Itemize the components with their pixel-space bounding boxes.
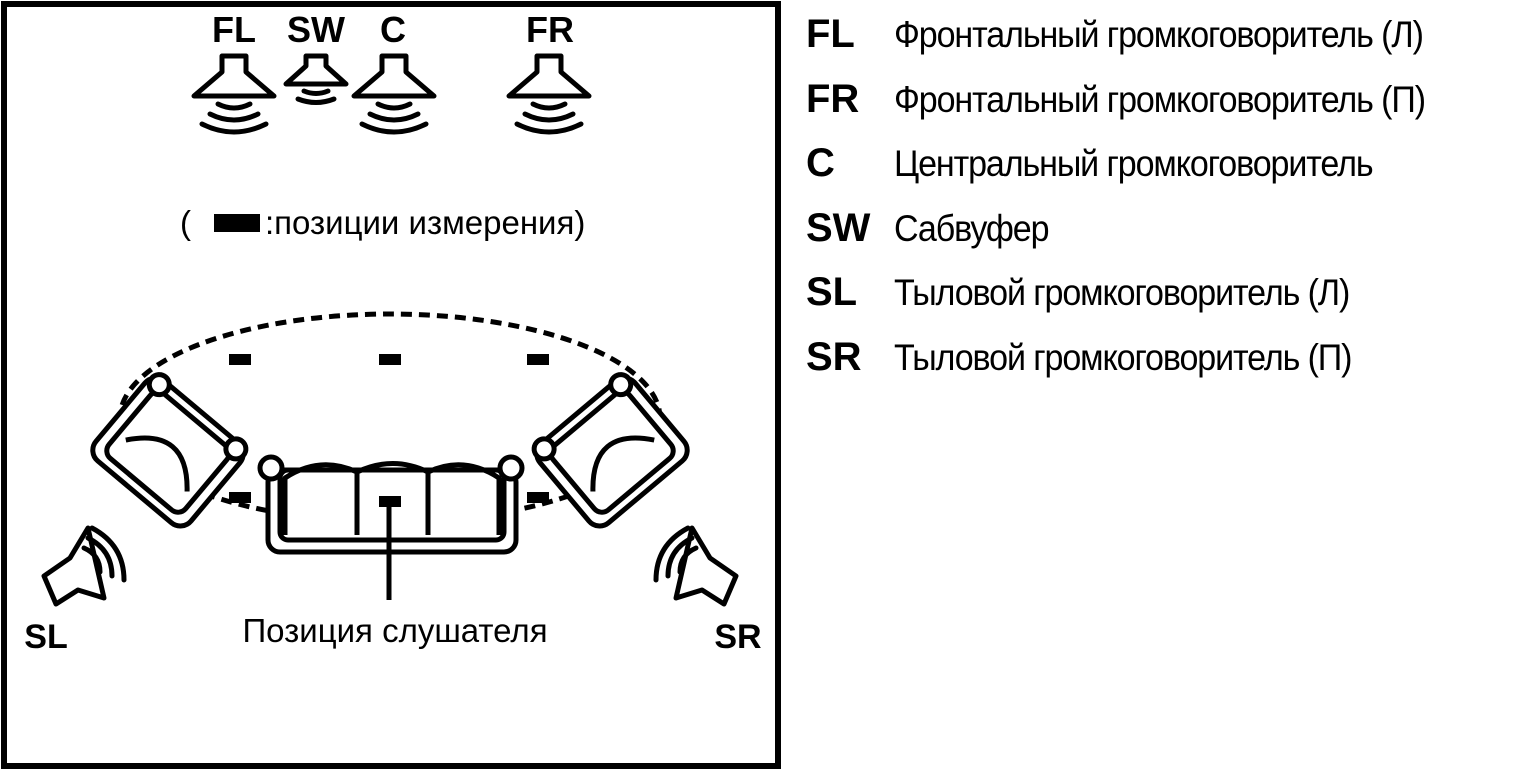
- measurement-mark-legend: [214, 214, 260, 232]
- measurement-mark: [527, 354, 549, 365]
- legend-text: Центральный громкоговоритель: [894, 143, 1374, 185]
- measurement-mark: [379, 496, 401, 507]
- surround-left-speaker-icon: [41, 525, 127, 607]
- legend-text: Тыловой громкоговоритель (П): [894, 336, 1353, 378]
- subwoofer-icon: [283, 53, 349, 105]
- surround-right-speaker-icon: [653, 525, 739, 607]
- measurement-note-text: :позиции измерения): [265, 204, 585, 241]
- sofa: [257, 454, 525, 555]
- legend-item-sr: SR Тыловой громкоговоритель (П): [806, 335, 1532, 400]
- right-armchair: [531, 372, 690, 529]
- speaker-label-sr: SR: [714, 618, 761, 656]
- speaker-label-c: C: [380, 9, 406, 50]
- legend-item-sw: SW Сабвуфер: [806, 206, 1532, 271]
- measurement-mark: [527, 492, 549, 503]
- legend-code: SR: [806, 334, 862, 379]
- legend-item-sl: SL Тыловой громкоговоритель (Л): [806, 270, 1532, 335]
- left-armchair: [90, 372, 249, 529]
- speaker-label-sl: SL: [24, 618, 67, 656]
- legend-code: C: [806, 141, 835, 186]
- legend-code: FR: [806, 76, 860, 121]
- legend-text: Фронтальный громкоговоритель (П): [894, 78, 1426, 120]
- legend-item-fr: FR Фронтальный громкоговоритель (П): [806, 77, 1532, 142]
- measurement-note-open: (: [180, 204, 191, 241]
- front-left-speaker-icon: [191, 53, 277, 135]
- listener-position-label: Позиция слушателя: [242, 612, 547, 649]
- front-right-speaker-icon: [506, 53, 592, 135]
- legend-code: SW: [806, 205, 871, 250]
- measurement-mark: [229, 492, 251, 503]
- measurement-mark: [229, 354, 251, 365]
- legend-text: Сабвуфер: [894, 207, 1050, 249]
- legend-code: SL: [806, 270, 858, 315]
- room-diagram: FL SW C FR ( :позиции измерения): [1, 1, 781, 769]
- speaker-label-fl: FL: [212, 9, 256, 50]
- legend-item-c: C Центральный громкоговоритель: [806, 141, 1532, 206]
- speaker-label-sw: SW: [287, 9, 345, 50]
- speaker-legend: FL Фронтальный громкоговоритель (Л) FR Ф…: [806, 12, 1532, 400]
- speaker-label-fr: FR: [526, 9, 574, 50]
- room-frame: [1, 1, 781, 769]
- legend-code: FL: [806, 12, 855, 56]
- legend-text: Тыловой громкоговоритель (Л): [894, 272, 1350, 314]
- legend-item-fl: FL Фронтальный громкоговоритель (Л): [806, 12, 1532, 77]
- measurement-mark: [379, 354, 401, 365]
- legend-text: Фронтальный громкоговоритель (Л): [894, 14, 1424, 55]
- center-speaker-icon: [351, 53, 437, 135]
